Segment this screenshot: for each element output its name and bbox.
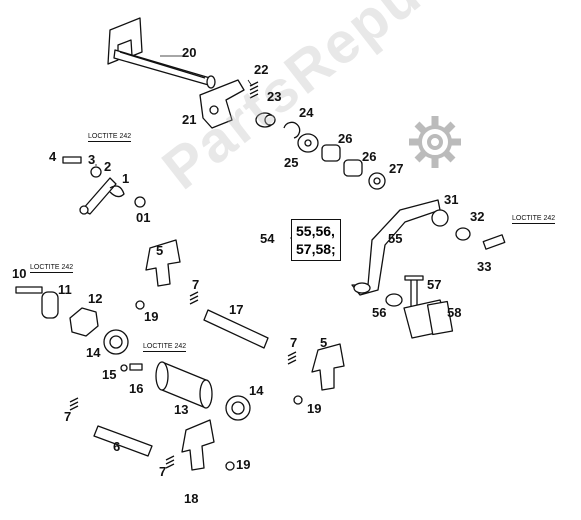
part-lever-plate — [199, 79, 245, 129]
part-bearing-26a — [321, 144, 341, 162]
callout-2: 2 — [104, 159, 112, 174]
callout-19a: 19 — [144, 309, 159, 324]
callout-14b: 14 — [249, 383, 264, 398]
group-box: 55,56, 57,58; — [291, 219, 341, 261]
loctite-note-1: LOCTITE 242 — [88, 133, 132, 142]
part-ball-19c — [225, 461, 235, 471]
callout-1: 1 — [122, 171, 130, 186]
loctite-note-2: LOCTITE 242 — [30, 264, 74, 273]
callout-7a: 7 — [192, 277, 200, 292]
part-pin-57 — [410, 277, 418, 309]
callout-19b: 19 — [307, 401, 322, 416]
callout-25: 25 — [284, 155, 299, 170]
callout-14a: 14 — [86, 345, 101, 360]
callout-26b: 26 — [362, 149, 377, 164]
loctite-note-4: LOCTITE 242 — [512, 215, 556, 224]
callout-7d: 7 — [159, 464, 167, 479]
callout-10: 10 — [12, 266, 27, 281]
callout-17: 17 — [229, 302, 244, 317]
part-bearing-26b — [343, 159, 363, 177]
callout-27: 27 — [389, 161, 404, 176]
callout-32: 32 — [470, 209, 485, 224]
callout-22: 22 — [254, 62, 269, 77]
group-box-line2: 57,58; — [296, 241, 336, 257]
part-spring-22 — [249, 81, 259, 99]
callout-56: 56 — [372, 305, 387, 320]
part-spring-7d — [165, 455, 175, 469]
part-32 — [455, 227, 471, 241]
part-fork-18 — [181, 419, 215, 471]
part-16 — [129, 363, 143, 371]
part-11 — [41, 291, 59, 319]
callout-31: 31 — [444, 192, 459, 207]
callout-11: 11 — [58, 282, 72, 297]
callout-55: 55 — [388, 231, 403, 246]
part-ball-19b — [293, 395, 303, 405]
part-bolt-4 — [62, 156, 82, 164]
callout-16: 16 — [129, 381, 144, 396]
callout-33: 33 — [477, 259, 492, 274]
callout-01: 01 — [136, 210, 151, 225]
part-rod-6 — [93, 425, 153, 457]
callout-6: 6 — [113, 439, 121, 454]
part-ball-19a — [135, 300, 145, 310]
loctite-note-3: LOCTITE 242 — [143, 343, 187, 352]
callout-19c: 19 — [236, 457, 251, 472]
callout-20: 20 — [182, 45, 197, 60]
callout-26a: 26 — [338, 131, 353, 146]
part-fork-5b — [311, 343, 345, 391]
part-star-12 — [69, 307, 99, 337]
part-56 — [385, 293, 403, 307]
callout-57: 57 — [427, 277, 442, 292]
part-shift-shaft — [107, 17, 216, 89]
callout-5b: 5 — [320, 335, 328, 350]
callout-54: 54 — [260, 231, 275, 246]
part-clip-24 — [283, 121, 301, 139]
part-spring-7a — [189, 291, 199, 305]
callout-7c: 7 — [64, 409, 72, 424]
part-spring-7c — [69, 397, 79, 411]
part-rod-17 — [203, 309, 269, 349]
callout-12: 12 — [88, 291, 103, 306]
part-small-01 — [134, 196, 146, 208]
callout-23: 23 — [267, 89, 282, 104]
callout-24: 24 — [299, 105, 314, 120]
part-washer-31 — [431, 209, 449, 227]
part-15 — [120, 364, 128, 372]
callout-13: 13 — [174, 402, 189, 417]
part-spring-7b — [287, 351, 297, 365]
group-box-line1: 55,56, — [296, 223, 335, 239]
callout-4: 4 — [49, 149, 57, 164]
part-bolt-33 — [482, 234, 506, 250]
gear-icon — [409, 116, 461, 168]
callout-3: 3 — [88, 152, 96, 167]
callout-15: 15 — [102, 367, 117, 382]
callout-58: 58 — [447, 305, 462, 320]
part-bolt-10 — [15, 286, 43, 294]
callout-18: 18 — [184, 491, 199, 506]
callout-21: 21 — [182, 112, 197, 127]
callout-5a: 5 — [156, 243, 164, 258]
callout-7b: 7 — [290, 335, 298, 350]
part-fork-5a — [145, 239, 181, 287]
part-spring-1 — [109, 185, 125, 198]
